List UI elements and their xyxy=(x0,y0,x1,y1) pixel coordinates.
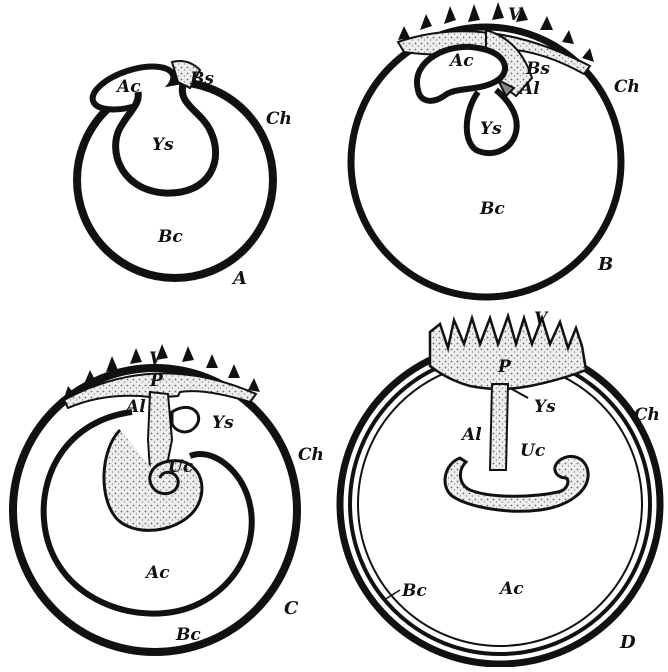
panel-b-label-ac: Ac xyxy=(448,51,474,71)
panel-d-embryo xyxy=(445,456,588,511)
panel-b-letter: B xyxy=(597,254,613,275)
panel-d-label-bc: Bc xyxy=(401,581,427,601)
panel-b-label-ys: Ys xyxy=(480,119,502,139)
panel-d-letter: D xyxy=(619,632,636,653)
panel-d-label-ac: Ac xyxy=(498,579,524,599)
panel-c: V P Al Ys Uc Ch Ac Bc C xyxy=(13,344,324,652)
panel-d-label-ys: Ys xyxy=(534,397,556,417)
panel-a-label-ac: Ac xyxy=(115,77,141,97)
panel-d-label-ch: Ch xyxy=(634,405,660,425)
panel-a-label-bs: Bs xyxy=(189,69,214,89)
panel-c-label-ys: Ys xyxy=(212,413,234,433)
panel-b-label-ch: Ch xyxy=(614,77,640,97)
panel-d: V P Ys Ch Al Uc Bc Ac D xyxy=(340,309,660,664)
panel-a-letter: A xyxy=(231,268,247,289)
panel-b-label-bc: Bc xyxy=(479,199,505,219)
panel-c-label-uc: Uc xyxy=(168,457,194,477)
panel-c-label-v: V xyxy=(149,349,164,369)
panel-d-placenta xyxy=(430,316,586,389)
panel-c-label-bc: Bc xyxy=(175,625,201,645)
panel-c-label-p: P xyxy=(149,371,164,391)
panel-a-label-bc: Bc xyxy=(157,227,183,247)
panel-b-label-al: Al xyxy=(518,79,540,99)
panel-b: V Ac Bs Al Ch Ys Bc B xyxy=(351,2,640,297)
panel-d-yolk-stalk xyxy=(510,388,528,398)
panel-c-letter: C xyxy=(284,598,299,619)
panel-d-umbilical-cord xyxy=(490,384,508,470)
panel-c-label-ch: Ch xyxy=(298,445,324,465)
panel-d-label-p: P xyxy=(497,357,512,377)
panel-a-label-ys: Ys xyxy=(152,135,174,155)
panel-b-label-bs: Bs xyxy=(525,59,550,79)
panel-a: Ac Bs Ch Ys Bc A xyxy=(77,58,292,289)
panel-d-bc-pointer xyxy=(384,590,400,600)
panel-c-label-ac: Ac xyxy=(144,563,170,583)
panel-b-label-v: V xyxy=(508,5,523,25)
panel-c-label-al: Al xyxy=(124,397,146,417)
panel-c-yolk-sac xyxy=(172,407,199,432)
panel-d-label-uc: Uc xyxy=(520,441,546,461)
panel-d-label-al: Al xyxy=(460,425,482,445)
panel-d-label-v: V xyxy=(534,309,549,329)
panel-a-label-ch: Ch xyxy=(266,109,292,129)
